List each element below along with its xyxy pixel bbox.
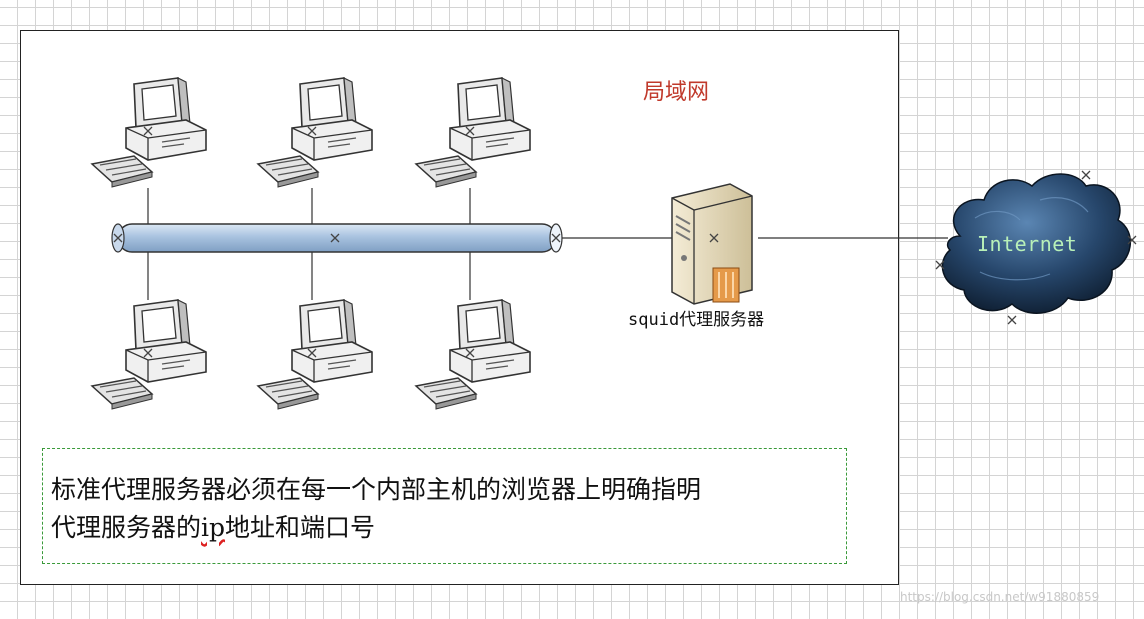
note-line-2: 代理服务器的ip地址和端口号 bbox=[51, 509, 840, 547]
cloud-icon bbox=[935, 170, 1137, 325]
desktop-computer-icon bbox=[415, 77, 531, 188]
desktop-computer-icon bbox=[257, 299, 373, 410]
desktop-computer-icon bbox=[257, 77, 373, 188]
computer-bottom-2 bbox=[257, 299, 373, 410]
computer-top-1 bbox=[91, 77, 207, 188]
note-line-2-prefix: 代理服务器的 bbox=[51, 513, 202, 542]
lan-bus-cable bbox=[111, 223, 563, 253]
computer-top-2 bbox=[257, 77, 373, 188]
computer-bottom-3 bbox=[415, 299, 531, 410]
computer-bottom-1 bbox=[91, 299, 207, 410]
internet-label: Internet bbox=[977, 232, 1078, 256]
server-label: squid代理服务器 bbox=[628, 310, 765, 330]
note-box: 标准代理服务器必须在每一个内部主机的浏览器上明确指明 代理服务器的ip地址和端口… bbox=[42, 448, 847, 564]
server-icon bbox=[671, 183, 753, 305]
watermark: https://blog.csdn.net/w91880859 bbox=[900, 590, 1100, 604]
note-line-2-ip: ip bbox=[201, 513, 226, 542]
lan-label: 局域网 bbox=[643, 80, 710, 105]
note-line-1: 标准代理服务器必须在每一个内部主机的浏览器上明确指明 bbox=[51, 475, 702, 504]
computer-top-3 bbox=[415, 77, 531, 188]
desktop-computer-icon bbox=[415, 299, 531, 410]
note-line-2-suffix: 地址和端口号 bbox=[225, 513, 376, 542]
